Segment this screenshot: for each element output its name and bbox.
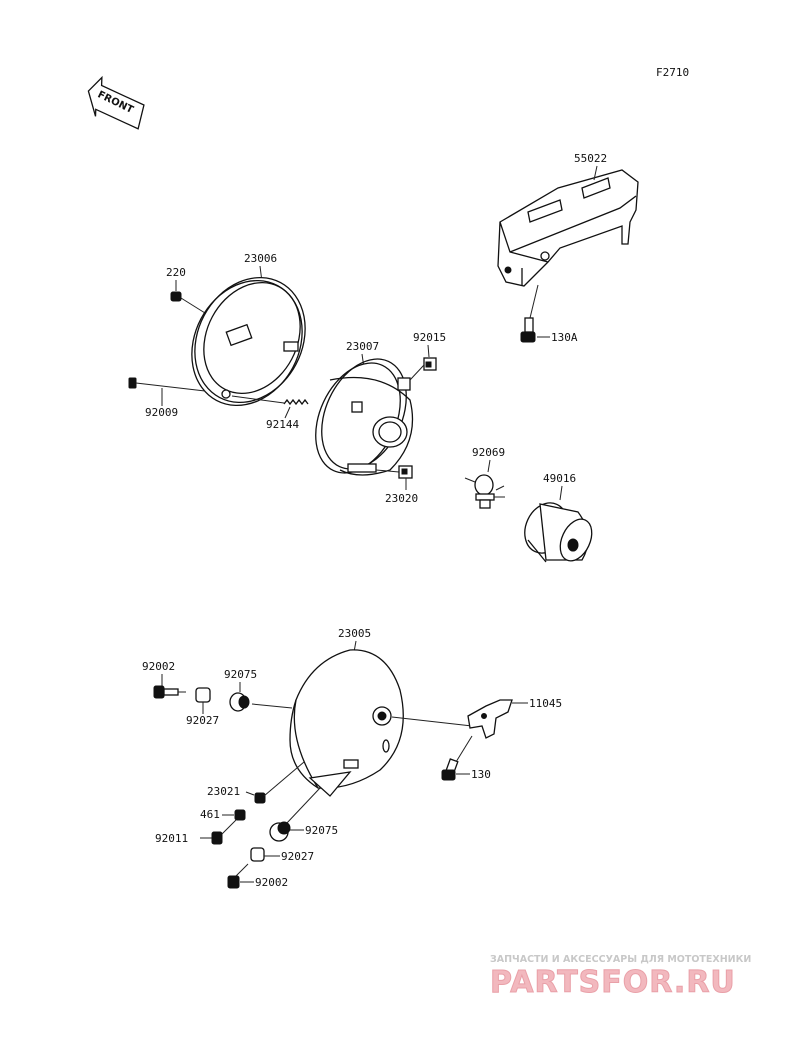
part-92027-collar-lower: [250, 847, 265, 862]
label-92009: 92009: [145, 406, 178, 419]
watermark-brand: PARTSFOR.RU: [490, 965, 736, 1000]
watermark-tagline: ЗАПЧАСТИ И АКСЕССУАРЫ ДЛЯ МОТОТЕХНИКИ: [490, 954, 751, 965]
label-55022: 55022: [574, 152, 607, 165]
part-220-screw: [170, 291, 206, 314]
part-92002-bolt-upper: [153, 685, 186, 699]
part-461-nut: [234, 809, 246, 821]
label-92144: 92144: [266, 418, 299, 431]
label-11045: 11045: [529, 697, 562, 710]
part-130-bolt: [441, 758, 459, 781]
label-23005: 23005: [338, 627, 371, 640]
label-92011: 92011: [155, 832, 188, 845]
part-92075-grommet-upper: [229, 692, 250, 712]
label-92075-lower: 92075: [305, 824, 338, 837]
part-130A-bolt: [520, 317, 536, 343]
label-92015: 92015: [413, 331, 446, 344]
figure-code: F2710: [656, 66, 689, 79]
label-130A: 130A: [551, 331, 578, 344]
label-23021: 23021: [207, 785, 240, 798]
label-23007: 23007: [346, 340, 379, 353]
part-23021-nut: [254, 792, 266, 804]
label-23020: 23020: [385, 492, 418, 505]
label-130: 130: [471, 768, 491, 781]
label-220: 220: [166, 266, 186, 279]
part-23005-shell: [289, 649, 404, 797]
part-92075-grommet-lower: [269, 821, 291, 842]
part-23007-reflector: [315, 358, 414, 476]
part-92015-nut: [423, 357, 437, 371]
part-92144-spring: [283, 398, 309, 406]
label-92069: 92069: [472, 446, 505, 459]
part-23006-rim: [191, 276, 306, 407]
part-92011-bolt: [211, 819, 237, 845]
label-92002-upper: 92002: [142, 660, 175, 673]
label-92027-upper: 92027: [186, 714, 219, 727]
label-92075-upper: 92075: [224, 668, 257, 681]
part-23020-nut: [398, 465, 413, 479]
part-49016-cap: [524, 502, 593, 563]
part-92069-bulb: [464, 474, 505, 509]
part-92027-collar-upper: [195, 687, 211, 703]
watermark: ЗАПЧАСТИ И АКСЕССУАРЫ ДЛЯ МОТОТЕХНИКИ PA…: [490, 954, 752, 1001]
part-92009-screw: [128, 377, 206, 392]
label-92002-lower: 92002: [255, 876, 288, 889]
part-55022-cover: [497, 169, 639, 287]
label-23006: 23006: [244, 252, 277, 265]
label-461: 461: [200, 808, 220, 821]
part-92002-bolt-lower: [227, 863, 249, 889]
front-arrow-icon: FRONT: [87, 75, 145, 130]
label-49016: 49016: [543, 472, 576, 485]
label-92027-lower: 92027: [281, 850, 314, 863]
part-11045-bracket: [467, 699, 513, 739]
